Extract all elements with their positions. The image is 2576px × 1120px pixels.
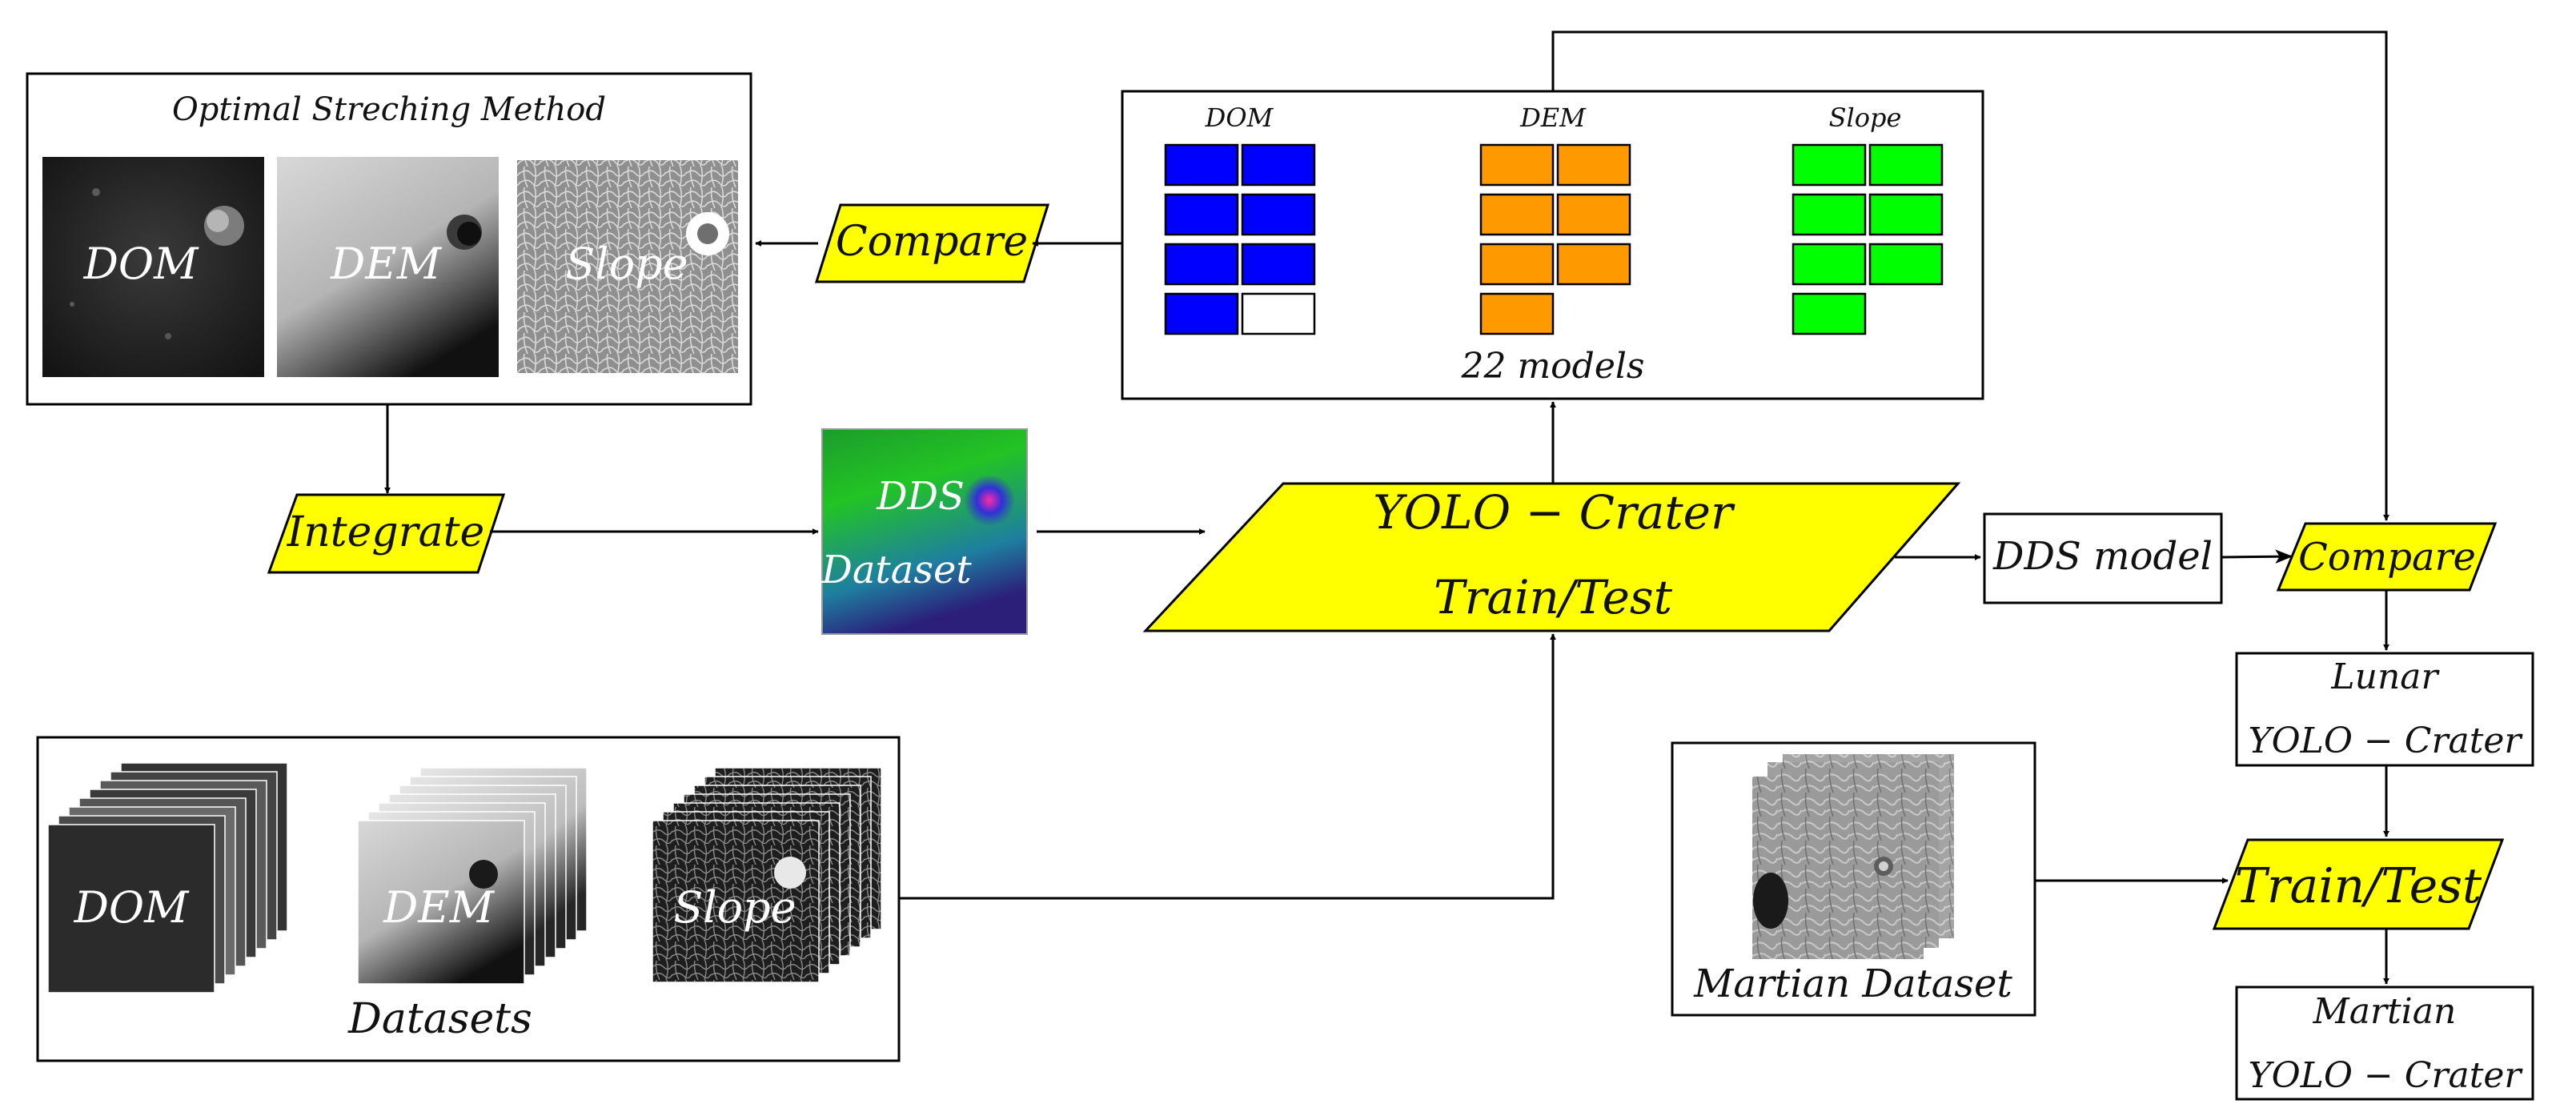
martian-model-box xyxy=(2235,986,2534,1101)
dds-dataset-node: DDS Dataset xyxy=(821,428,1028,635)
dem-model-tile xyxy=(1479,143,1555,187)
compare-top-label: Compare xyxy=(836,218,1028,266)
martian-image xyxy=(1752,777,1924,959)
dom-model-tile xyxy=(1164,143,1239,187)
compare-right-label: Compare xyxy=(2298,535,2476,580)
train-test-right-node: Train/Test xyxy=(2212,838,2505,930)
dom-stack-label: DOM xyxy=(74,882,191,933)
slope-model-tile xyxy=(1868,243,1944,286)
stack-front-image xyxy=(47,824,215,994)
dom-model-tile xyxy=(1164,243,1239,286)
dem-model-tile xyxy=(1479,243,1555,286)
martian-dataset-label: Martian Dataset xyxy=(1693,961,2012,1006)
dom-model-tiles xyxy=(1164,143,1316,335)
arrow-datasets-to-yolo xyxy=(899,633,1556,900)
compare-top-shape xyxy=(814,203,1050,283)
dom-image xyxy=(42,157,264,377)
dom-image-stack xyxy=(47,762,288,994)
dom-model-tile xyxy=(1241,193,1316,236)
lunar-model-label-1: Lunar xyxy=(2330,656,2440,697)
dom-model-tile xyxy=(1241,243,1316,286)
crater-marker xyxy=(469,860,498,889)
train-test-right-shape xyxy=(2212,838,2505,930)
dem-stack-label: DEM xyxy=(383,882,496,933)
dom-model-tile xyxy=(1164,292,1239,335)
yolo-train-label-2: Train/Test xyxy=(1434,570,1673,624)
crater-marker xyxy=(774,857,806,889)
dom-model-tile xyxy=(1241,143,1316,187)
slope-model-tiles xyxy=(1792,143,1944,335)
martian-model-node: Martian YOLO − Crater xyxy=(2235,986,2534,1101)
dds-dataset-image xyxy=(821,428,1028,635)
models-panel: DOM DEM Slope 22 models xyxy=(1121,90,1984,400)
models-column-dem-label: DEM xyxy=(1519,102,1587,133)
compare-top-node: Compare xyxy=(814,203,1050,283)
slope-image-stack xyxy=(652,767,882,983)
martian-dataset-panel: Martian Dataset xyxy=(1671,741,2036,1017)
lunar-model-node: Lunar YOLO − Crater xyxy=(2235,652,2534,767)
empty-model-tile xyxy=(1241,292,1316,335)
arrow-dds-model-to-compare xyxy=(2221,549,2293,564)
dem-model-tile xyxy=(1479,193,1555,236)
slope-model-tile xyxy=(1792,143,1867,187)
dds-dataset-label-2: Dataset xyxy=(821,548,972,592)
martian-model-label-2: YOLO − Crater xyxy=(2249,1055,2524,1096)
yolo-train-node: YOLO − Crater Train/Test xyxy=(1142,482,1961,632)
models-panel-caption: 22 models xyxy=(1460,346,1644,387)
dem-model-tile xyxy=(1556,193,1631,236)
lunar-model-box xyxy=(2235,652,2534,767)
integrate-shape xyxy=(267,493,506,574)
datasets-panel-caption: Datasets xyxy=(347,995,532,1043)
dem-image xyxy=(277,157,499,377)
slope-model-tile xyxy=(1792,292,1867,335)
martian-model-label-1: Martian xyxy=(2313,991,2457,1032)
dem-model-tile xyxy=(1556,143,1631,187)
dds-dataset-label-1: DDS xyxy=(876,474,965,519)
dom-model-tile xyxy=(1164,193,1239,236)
dem-model-tile xyxy=(1479,292,1555,335)
dem-image-label: DEM xyxy=(330,239,443,289)
models-column-dom-label: DOM xyxy=(1205,102,1274,133)
yolo-train-label-1: YOLO − Crater xyxy=(1373,485,1735,540)
slope-image-label: Slope xyxy=(565,239,688,289)
connector-arrows xyxy=(384,30,2389,985)
yolo-train-shape xyxy=(1142,482,1961,632)
arrow-models-to-compare-right xyxy=(1551,30,2389,521)
dem-model-tile xyxy=(1556,243,1631,286)
slope-model-tile xyxy=(1792,193,1867,236)
compare-right-node: Compare xyxy=(2276,522,2498,592)
slope-image xyxy=(517,160,738,373)
dom-image-label: DOM xyxy=(83,239,200,289)
stack-front-image xyxy=(357,820,525,985)
dds-model-node: DDS model xyxy=(1983,512,2223,604)
dds-model-box xyxy=(1983,512,2223,604)
datasets-panel: DOM DEM Slope Datasets xyxy=(36,736,901,1062)
models-column-slope-label: Slope xyxy=(1829,102,1902,133)
lunar-model-label-2: YOLO − Crater xyxy=(2249,721,2524,761)
slope-model-tile xyxy=(1792,243,1867,286)
integrate-node: Integrate xyxy=(267,493,506,574)
integrate-label: Integrate xyxy=(287,508,485,556)
stack-front-image xyxy=(652,820,820,983)
slope-model-tile xyxy=(1868,143,1944,187)
stretching-panel-title: Optimal Streching Method xyxy=(172,91,606,128)
stretching-panel: Optimal Streching Method DOM DEM Slope xyxy=(26,72,752,406)
slope-model-tile xyxy=(1868,193,1944,236)
dem-model-tiles xyxy=(1479,143,1631,335)
train-test-right-label: Train/Test xyxy=(2235,858,2482,914)
slope-stack-label: Slope xyxy=(673,882,796,933)
dds-model-label: DDS model xyxy=(1992,534,2213,579)
compare-right-shape xyxy=(2276,522,2498,592)
